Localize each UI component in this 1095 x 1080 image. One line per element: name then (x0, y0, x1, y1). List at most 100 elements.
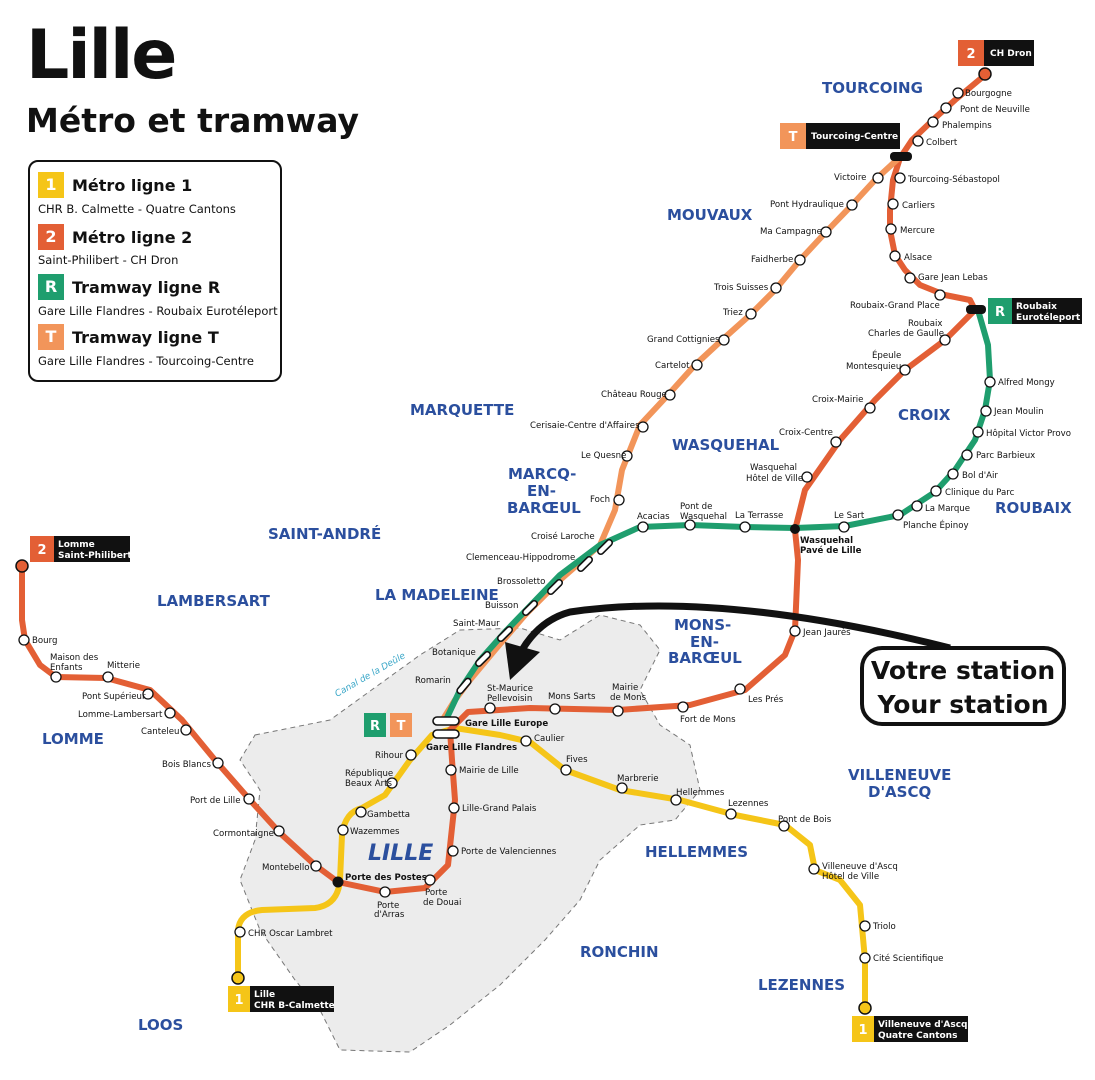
terminus-name: CH Dron (990, 49, 1032, 59)
platform-badge-r: R (370, 719, 380, 734)
station-label: Beaux Arts (345, 779, 392, 789)
lineT-badge: T (38, 324, 64, 350)
station-label: d'Arras (374, 910, 405, 920)
your-station-callout: Votre station Your station (860, 646, 1066, 726)
station-label: Fives (566, 755, 588, 765)
callout-arrow (518, 602, 951, 652)
area-label: CROIX (898, 406, 951, 424)
station-label: Pont de (680, 502, 712, 512)
area-label: WASQUEHAL (672, 436, 780, 454)
area-label: RONCHIN (580, 943, 659, 961)
shared-tram-stations (432, 538, 614, 739)
station-label: Pont Hydraulique (770, 200, 844, 210)
station-label: CHR Oscar Lambret (248, 929, 333, 939)
station-label: Mairie de Lille (459, 766, 519, 776)
station-label: Parc Barbieux (976, 451, 1035, 461)
terminus-badge: R (995, 305, 1005, 320)
area-label: MARCQ- (508, 465, 576, 483)
station-label: Cerisaie-Centre d'Affaires (530, 421, 640, 431)
terminus-name: Tourcoing-Centre (811, 132, 898, 142)
station-label: Gare Lille Flandres (426, 743, 517, 753)
station-label: Porte de Valenciennes (461, 847, 557, 857)
station-label: Ma Campagne (760, 227, 822, 237)
platform-badges: R T (364, 713, 412, 737)
area-label: LOOS (138, 1016, 183, 1034)
station-label: Villeneuve d'Ascq (822, 862, 898, 872)
station-label: St-Maurice (487, 684, 533, 694)
station-label: Mitterie (107, 661, 140, 671)
station-label: Cartelot (655, 361, 690, 371)
station-label: Wasquehal (680, 512, 727, 522)
legend-lineT-desc: Gare Lille Flandres - Tourcoing-Centre (38, 354, 254, 368)
station-label: Mairie (612, 683, 638, 693)
station-label: Victoire (834, 173, 866, 183)
station-label: Épeule (872, 349, 901, 361)
station-label: de Mons (610, 693, 647, 703)
station-label: Wazemmes (350, 827, 400, 837)
station-label: Pellevoisin (487, 694, 532, 704)
station-label: Clemenceau-Hippodrome (466, 553, 575, 563)
terminus-name: Lomme (58, 540, 95, 550)
station-label: Mercure (900, 226, 935, 236)
station-label: Carliers (902, 201, 935, 211)
terminus-badge: T (789, 130, 798, 145)
station-label: Foch (590, 495, 610, 505)
interchange-dots (15, 67, 992, 1015)
area-label: LA MADELEINE (375, 586, 499, 604)
area-label: BARŒUL (668, 649, 742, 667)
terminus-name-2: Saint-Philibert (58, 551, 132, 561)
area-labels: TOURCOING MOUVAUX MARQUETTE WASQUEHAL CR… (42, 79, 1072, 1034)
station-label: Pont Supérieur (82, 691, 146, 702)
station-label: Roubaix (908, 319, 942, 329)
station-label: Cité Scientifique (873, 953, 943, 964)
legend-lineR-name: Tramway ligne R (72, 277, 221, 297)
city-label: LILLE (368, 841, 433, 866)
station-label: de Douai (423, 898, 461, 908)
terminus-badge: 2 (966, 47, 975, 62)
station-label: Hellemmes (676, 788, 725, 798)
station-label: Le Sart (834, 511, 865, 521)
station-label: Lille-Grand Palais (462, 804, 537, 814)
station-label: Porte des Postes (345, 873, 427, 883)
station-label: Fort de Mons (680, 715, 736, 725)
callout-line-fr: Votre station (870, 656, 1056, 685)
terminus-name-2: CHR B-Calmette (254, 1001, 335, 1011)
station-label: Lezennes (728, 799, 769, 809)
station-label: Trois Suisses (713, 283, 769, 293)
station-labels: Bourgogne Pont de Neuville Phalempins Co… (32, 89, 1071, 964)
station-label: Wasquehal (750, 463, 797, 473)
station-label: Cormontaigne (213, 829, 274, 839)
station-label: Les Prés (748, 694, 784, 705)
station-label: Jean Jaurès (802, 627, 851, 638)
legend-line2-desc: Saint-Philibert - CH Dron (38, 253, 179, 267)
station-label: Bourgogne (965, 89, 1012, 99)
area-label: MARQUETTE (410, 401, 514, 419)
station-label: Pont de Neuville (960, 105, 1030, 115)
station-label: Le Quesne (581, 451, 626, 461)
station-label: Charles de Gaulle (868, 329, 944, 339)
terminus-badge: 2 (37, 543, 46, 558)
station-label: Colbert (926, 138, 958, 148)
area-label: MOUVAUX (667, 206, 753, 224)
callout-arrowhead-icon (505, 642, 540, 680)
station-label: Château Rouge (601, 390, 667, 400)
legend-line1-name: Métro ligne 1 (72, 175, 193, 195)
legend-line1-desc: CHR B. Calmette - Quatre Cantons (38, 202, 236, 216)
station-label: Saint-Maur (453, 619, 500, 629)
station-label: Pont de Bois (778, 815, 832, 825)
station-label: Bourg (32, 636, 57, 646)
station-label: Hôtel de Ville (822, 871, 879, 882)
station-label: Gare Lille Europe (465, 719, 548, 729)
map-title: Lille (26, 16, 177, 95)
station-label: Hôpital Victor Provo (986, 428, 1071, 439)
station-label: Lomme-Lambersart (78, 710, 163, 720)
station-label: Rihour (375, 751, 404, 761)
